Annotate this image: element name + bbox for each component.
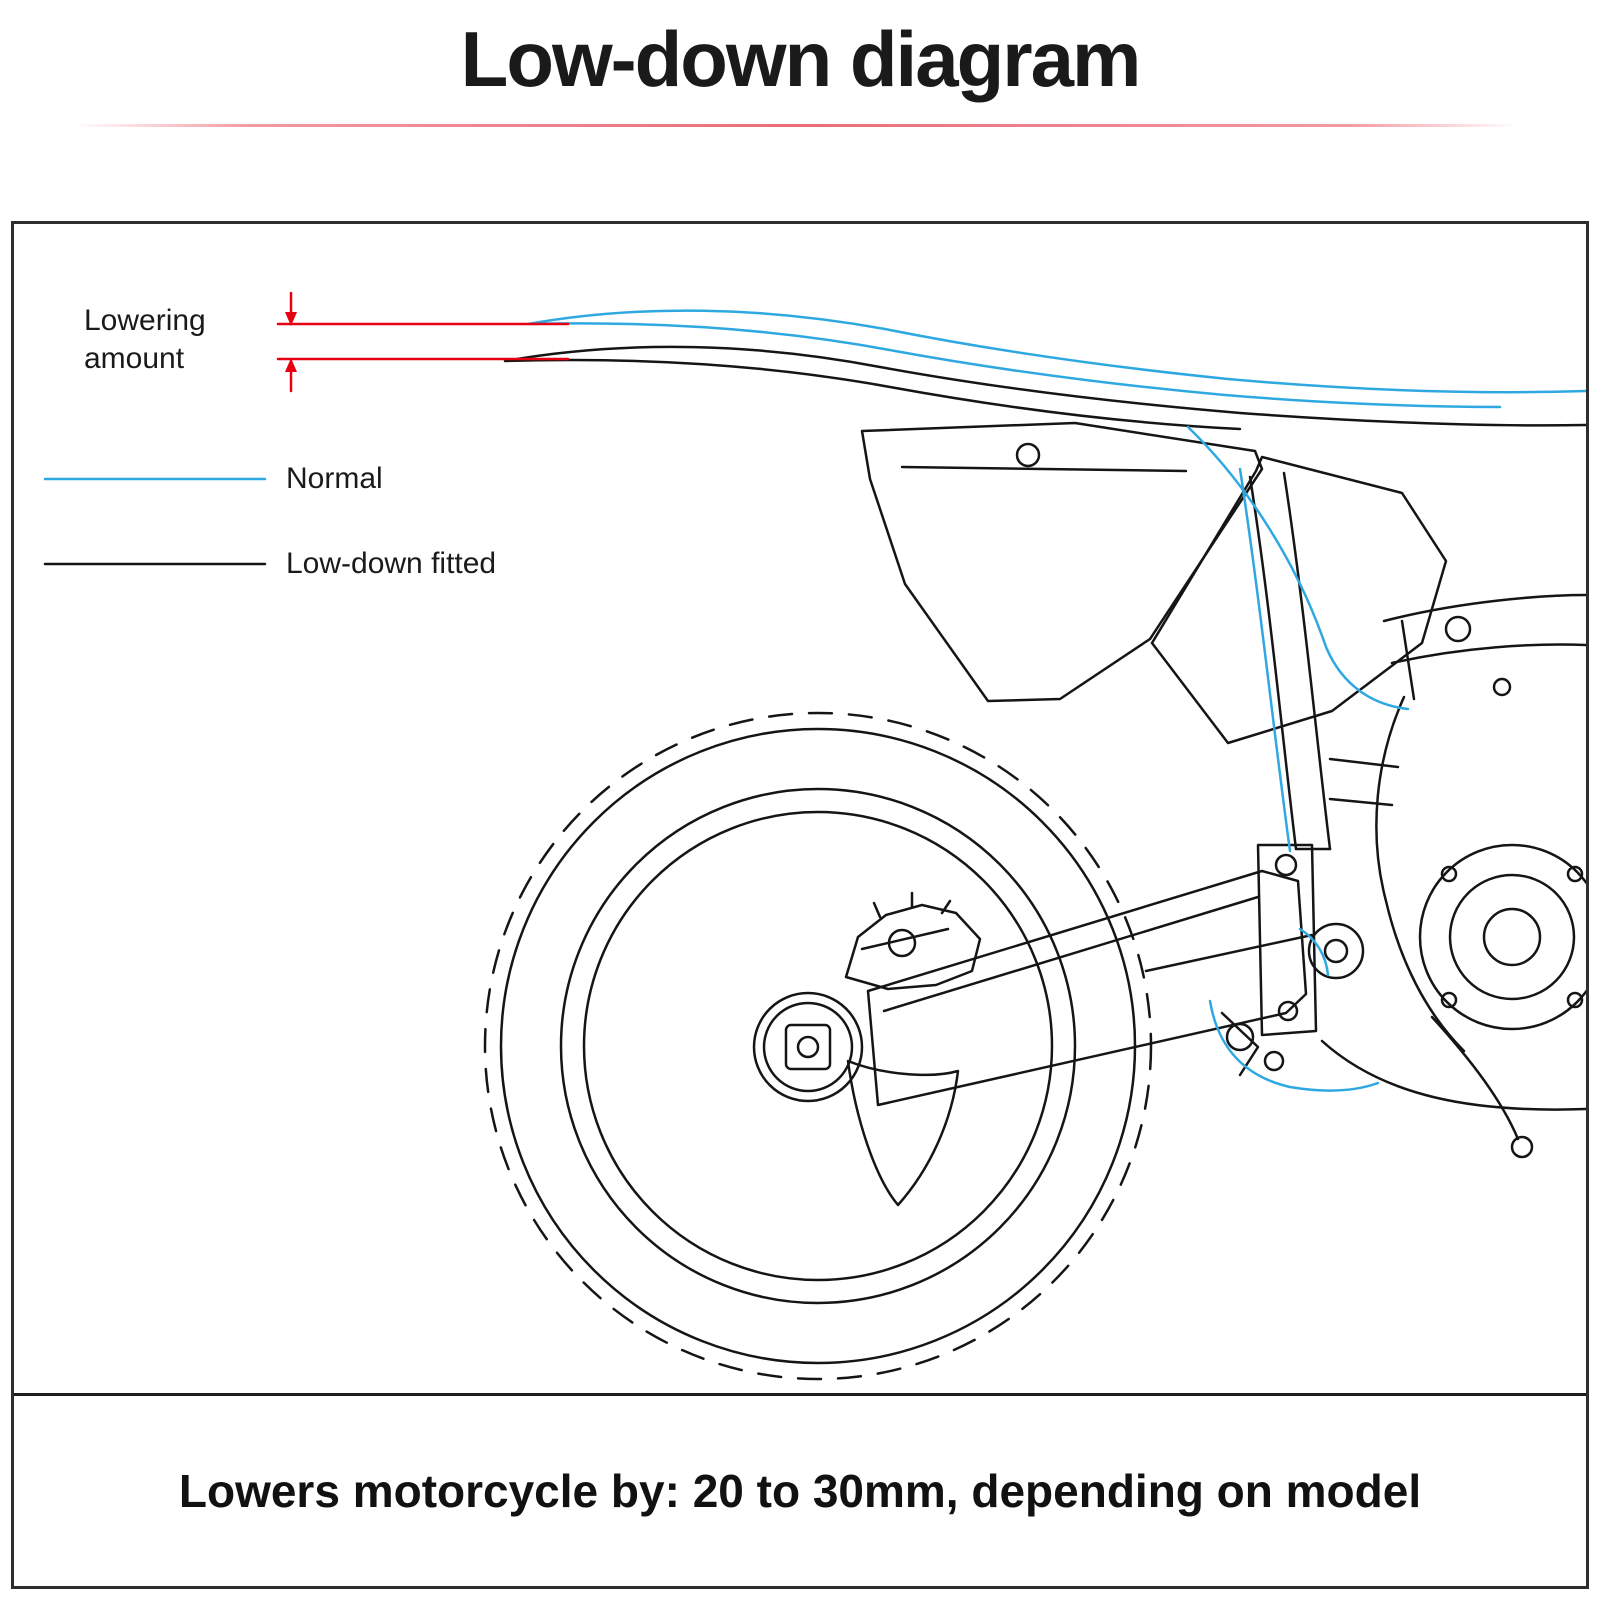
- rear-wheel: [483, 711, 1153, 1381]
- legend-label-normal: Normal: [286, 462, 383, 495]
- lowering-amount-label: Lowering amount: [84, 304, 206, 375]
- footpeg-mount: [1225, 1022, 1255, 1052]
- title-divider: [75, 124, 1520, 127]
- drawing-area: Lowering amount Normal Low-down fitted: [14, 224, 1586, 1393]
- caption-text: Lowers motorcycle by: 20 to 30mm, depend…: [178, 1465, 1422, 1517]
- tire-knobs: [483, 711, 1153, 1381]
- rear-fender: [503, 345, 1586, 431]
- measure-arrow-up-icon: [285, 358, 297, 372]
- wheel-hub: [752, 991, 864, 1103]
- frame-tubes: [1248, 471, 1400, 851]
- swingarm: [866, 843, 1318, 1107]
- lowdown-fitted-art: [483, 345, 1586, 1381]
- lowering-measurement: [276, 291, 570, 393]
- chain-guard: [846, 1059, 960, 1207]
- front-sprocket: [1307, 922, 1365, 980]
- legend-swatches: [43, 477, 267, 566]
- engine: [1144, 593, 1586, 1159]
- motorcycle-diagram-svg: [43, 291, 1586, 1381]
- clutch-cover: [1418, 843, 1586, 1031]
- page-title: Low-down diagram: [460, 15, 1142, 103]
- brake-caliper: [844, 891, 982, 991]
- tire-sidewall: [559, 787, 1077, 1305]
- diagram-frame: Lowering amount Normal Low-down fitted L…: [11, 221, 1589, 1589]
- side-panels: [860, 421, 1448, 745]
- brake-lever: [1430, 1015, 1520, 1141]
- caption-bar: Lowers motorcycle by: 20 to 30mm, depend…: [14, 1393, 1586, 1586]
- measure-arrow-down-icon: [285, 312, 297, 326]
- wheel-rim: [582, 810, 1054, 1282]
- panel-vent-hole: [1015, 442, 1041, 468]
- legend-label-lowdown: Low-down fitted: [286, 547, 497, 580]
